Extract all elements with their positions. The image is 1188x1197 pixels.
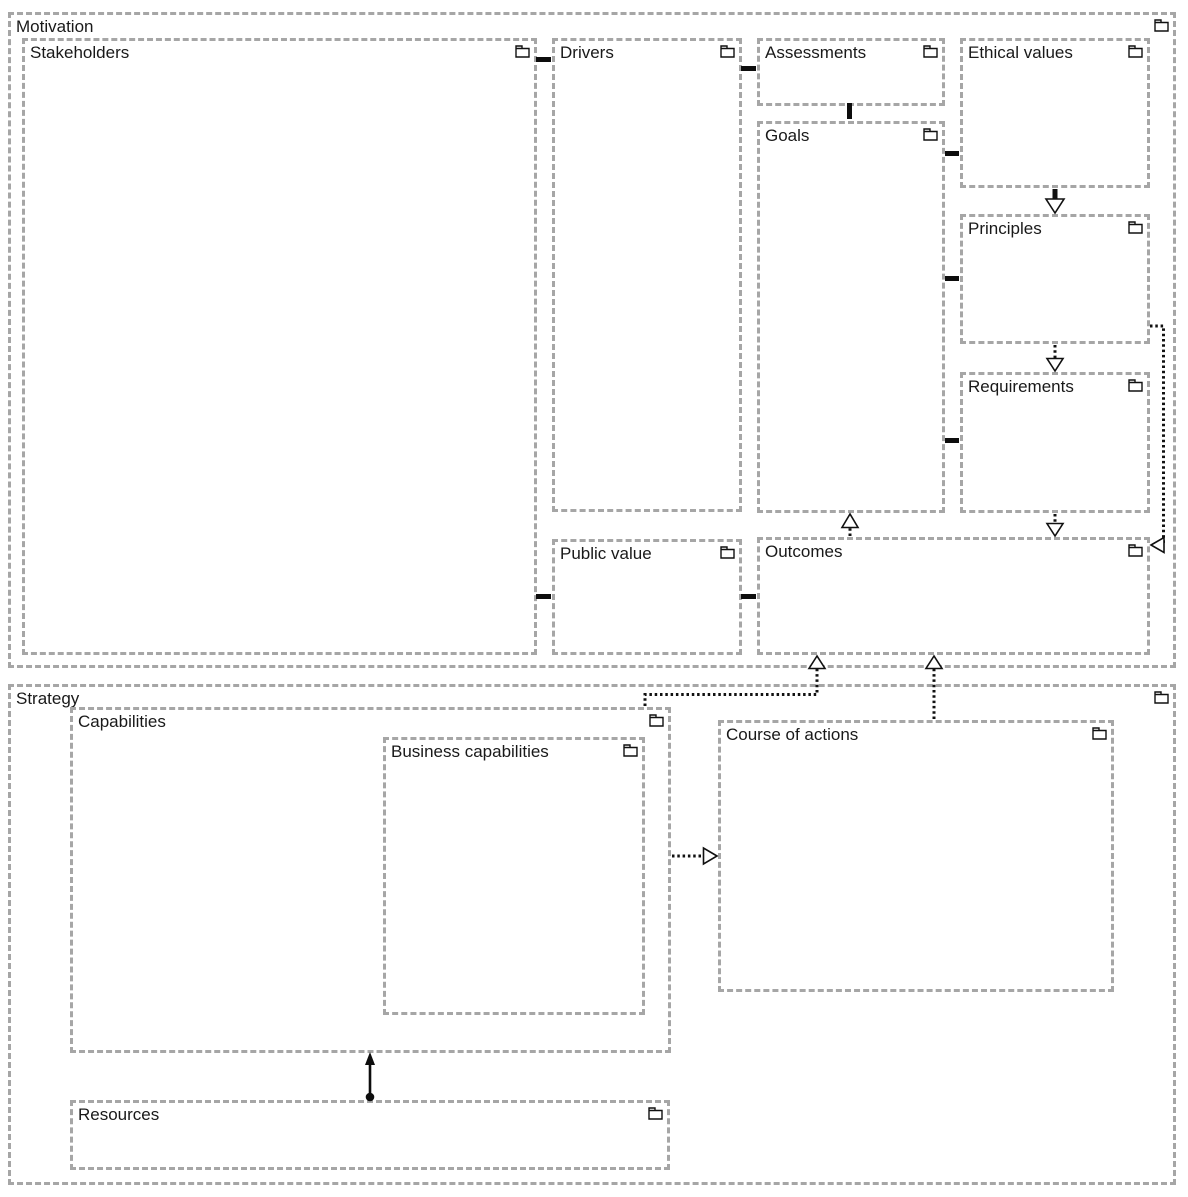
folder-icon: [515, 45, 530, 58]
node-course-of-actions-label: Course of actions: [726, 725, 859, 744]
edge-capabilities-outcomes[interactable]: [643, 654, 827, 706]
edge-resources-capabilities[interactable]: [365, 1052, 375, 1102]
folder-icon: [1154, 19, 1169, 32]
node-public-value[interactable]: Public value: [552, 539, 742, 655]
node-resources[interactable]: Resources: [70, 1100, 670, 1170]
edge-stakeholders-public-value[interactable]: [536, 594, 551, 599]
folder-icon: [720, 546, 735, 559]
node-stakeholders[interactable]: Stakeholders: [22, 38, 537, 655]
edge-principles-requirements[interactable]: [1045, 345, 1065, 373]
folder-icon: [1128, 379, 1143, 392]
folder-icon: [923, 128, 938, 141]
node-assessments[interactable]: Assessments: [757, 38, 945, 106]
edge-goals-requirements[interactable]: [945, 438, 959, 443]
folder-icon: [720, 45, 735, 58]
node-principles-label: Principles: [968, 219, 1042, 238]
group-motivation-label: Motivation: [16, 17, 94, 36]
node-public-value-label: Public value: [560, 544, 652, 563]
node-outcomes[interactable]: Outcomes: [757, 537, 1150, 655]
edge-capabilities-course-of-actions[interactable]: [672, 846, 719, 866]
folder-icon: [623, 744, 638, 757]
node-business-capabilities-label: Business capabilities: [391, 742, 549, 761]
folder-icon: [923, 45, 938, 58]
node-outcomes-label: Outcomes: [765, 542, 843, 561]
edge-public-value-outcomes[interactable]: [741, 594, 756, 599]
edge-principles-outcomes[interactable]: [1149, 324, 1165, 554]
node-stakeholders-label: Stakeholders: [30, 43, 130, 62]
folder-icon: [1092, 727, 1107, 740]
folder-icon: [649, 714, 664, 727]
node-capabilities-label: Capabilities: [78, 712, 166, 731]
node-capabilities[interactable]: Capabilities Business capabilities: [70, 707, 671, 1053]
node-principles[interactable]: Principles: [960, 214, 1150, 344]
node-ethical-values[interactable]: Ethical values: [960, 38, 1150, 188]
node-requirements[interactable]: Requirements: [960, 372, 1150, 513]
edge-goals-ethical-values[interactable]: [945, 151, 959, 156]
folder-icon: [1154, 691, 1169, 704]
node-course-of-actions[interactable]: Course of actions: [718, 720, 1114, 992]
node-requirements-label: Requirements: [968, 377, 1074, 396]
group-strategy-label: Strategy: [16, 689, 80, 708]
node-goals-label: Goals: [765, 126, 810, 145]
node-ethical-values-label: Ethical values: [968, 43, 1073, 62]
edge-drivers-assessments[interactable]: [741, 66, 756, 71]
folder-icon: [648, 1107, 663, 1120]
edge-course-of-actions-outcomes[interactable]: [924, 654, 944, 719]
edge-assessments-goals[interactable]: [847, 103, 852, 119]
node-drivers[interactable]: Drivers: [552, 38, 742, 512]
edge-ethical-values-principles[interactable]: [1044, 189, 1066, 215]
node-drivers-label: Drivers: [560, 43, 614, 62]
edge-stakeholders-drivers[interactable]: [536, 57, 551, 62]
folder-icon: [1128, 221, 1143, 234]
folder-icon: [1128, 544, 1143, 557]
node-business-capabilities[interactable]: Business capabilities: [383, 737, 645, 1015]
edge-outcomes-goals[interactable]: [840, 512, 860, 536]
edge-requirements-outcomes[interactable]: [1045, 514, 1065, 538]
group-strategy[interactable]: Strategy Capabilities Business capabilit…: [8, 684, 1176, 1185]
folder-icon: [1128, 45, 1143, 58]
node-assessments-label: Assessments: [765, 43, 867, 62]
node-resources-label: Resources: [78, 1105, 160, 1124]
node-goals[interactable]: Goals: [757, 121, 945, 513]
edge-goals-principles[interactable]: [945, 276, 959, 281]
group-motivation[interactable]: Motivation Stakeholders Drivers Assessme…: [8, 12, 1176, 668]
